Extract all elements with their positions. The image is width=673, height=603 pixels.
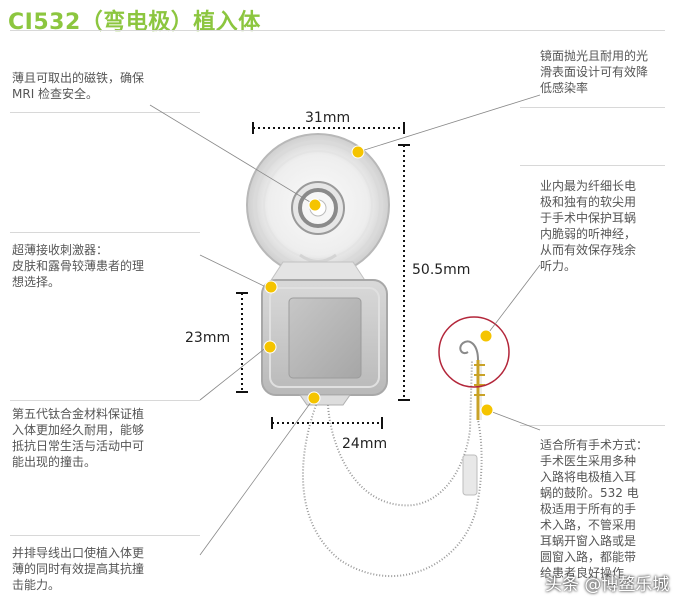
dimension-height-body: 23mm [185, 330, 231, 346]
callout-magnet: 薄且可取出的磁铁，确保 MRI 检查安全。 [12, 71, 145, 101]
divider-line [520, 165, 665, 166]
divider-line [10, 400, 200, 401]
dimension-width-top: 31mm [305, 110, 351, 126]
callout-receiver: 超薄接收刺激器： 皮肤和露骨较薄患者的理 想选择。 [12, 243, 145, 289]
divider-line [520, 425, 665, 426]
divider-line [10, 232, 200, 233]
dimension-width-body: 24mm [342, 436, 388, 452]
divider-line [10, 112, 200, 113]
divider-line [10, 535, 200, 536]
watermark: 头条 @博鳌乐城 [545, 575, 670, 595]
dimension-height-total: 50.5mm [412, 262, 471, 278]
divider-line [10, 30, 665, 31]
callout-titanium: 第五代钛合金材料保证植 入体更加经久耐用，能够 抵抗日常生活与活动中可 能出现的… [12, 407, 145, 469]
callout-electrode: 业内最为纤细长电 极和独有的软尖用 于手术中保护耳蜗 内脆弱的听神经， 从而有效… [540, 179, 637, 273]
callout-leads: 并排导线出口使植入体更 薄的同时有效提高其抗撞 击能力。 [12, 546, 145, 592]
callout-surface: 镜面抛光且耐用的光 滑表面设计可有效降 低感染率 [540, 49, 649, 95]
callout-surgery: 适合所有手术方式： 手术医生采用多种 入路将电极植入耳 蜗的鼓阶。532 电 极… [540, 438, 649, 580]
divider-line [520, 107, 665, 108]
